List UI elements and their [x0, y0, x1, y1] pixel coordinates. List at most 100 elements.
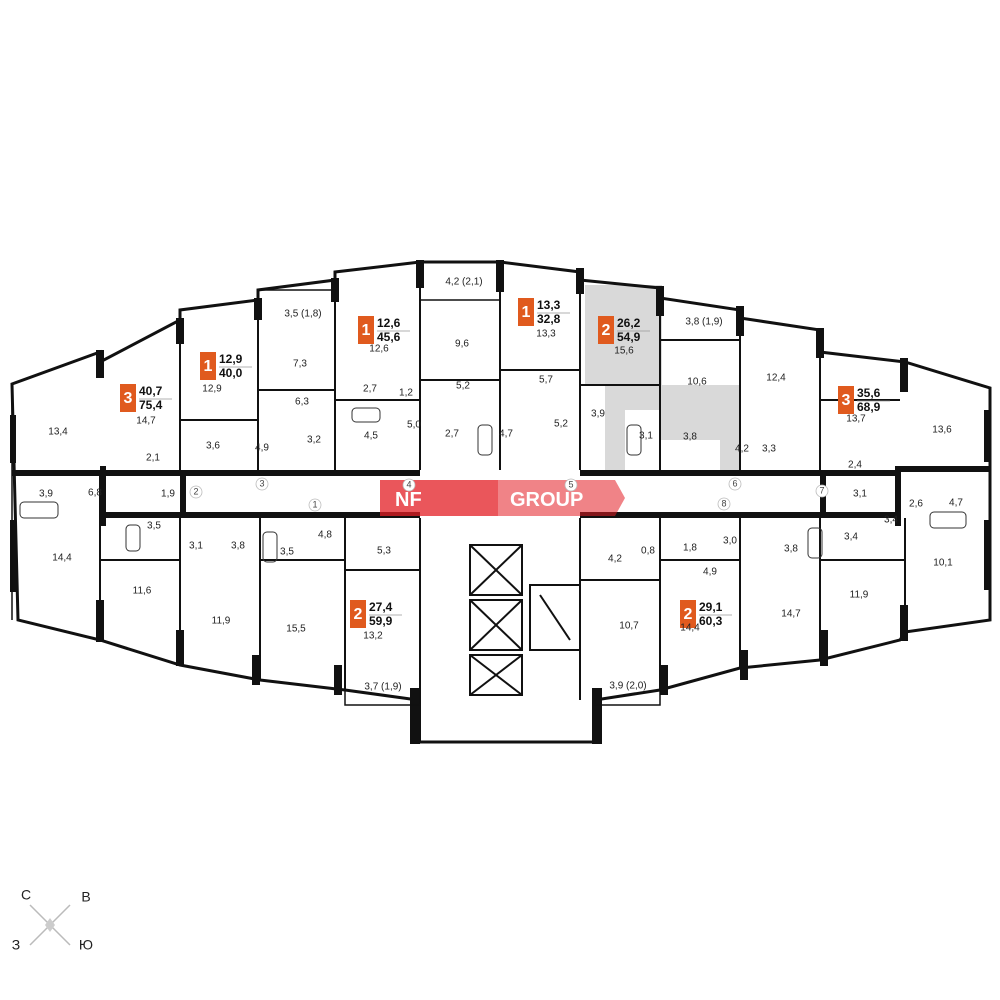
corridor-door-number: 3 — [259, 478, 264, 488]
room-area-label: 10,7 — [619, 621, 639, 632]
room-area-label: 3,8 — [784, 544, 798, 555]
room-area-label: 13,3 — [536, 329, 556, 340]
compass-east: В — [81, 889, 90, 905]
room-area-label: 11,9 — [212, 616, 231, 627]
corridor-door-marker — [815, 484, 829, 498]
room-area-label: 14,7 — [781, 609, 801, 620]
badge-living-area: 35,6 — [857, 386, 881, 400]
room-area-label: 1,2 — [399, 388, 413, 399]
room-area-label: 12,6 — [369, 344, 389, 355]
room-area-label: 7,3 — [293, 359, 307, 370]
room-area-label: 13,7 — [846, 414, 866, 425]
badge-room-count: 3 — [842, 392, 851, 409]
room-area-label: 3,9 — [39, 489, 53, 500]
compass-north: С — [21, 887, 31, 903]
room-area-label: 0,8 — [641, 546, 655, 557]
corridor-door-number: 7 — [819, 485, 824, 495]
room-area-label: 3,5 — [147, 521, 161, 532]
room-area-label: 13,2 — [363, 631, 383, 642]
badge-total-area: 60,3 — [699, 614, 723, 628]
room-area-label: 4,8 — [318, 530, 332, 541]
room-area-label: 10,1 — [933, 558, 953, 569]
room-area-label: 2,7 — [363, 384, 377, 395]
badge-room-count-bg — [120, 384, 136, 412]
badge-room-count-bg — [518, 298, 534, 326]
corridor-door-number: 4 — [406, 479, 411, 489]
compass-south: Ю — [79, 937, 93, 953]
room-area-label: 14,7 — [136, 416, 156, 427]
room-area-label: 15,5 — [286, 624, 306, 635]
room-area-label: 5,7 — [539, 375, 553, 386]
badge-total-area: 75,4 — [139, 398, 163, 412]
compass-west: З — [12, 937, 20, 953]
room-area-label: 14,4 — [52, 553, 72, 564]
room-area-label: 3,0 — [723, 536, 737, 547]
badge-room-count: 1 — [362, 322, 371, 339]
badge-living-area: 13,3 — [537, 298, 561, 312]
room-area-label: 2,1 — [146, 453, 160, 464]
badge-room-count-bg — [200, 352, 216, 380]
badge-living-area: 12,9 — [219, 352, 243, 366]
badge-room-count-bg — [358, 316, 374, 344]
room-area-label: 12,9 — [202, 384, 222, 395]
room-area-label: 3,6 — [206, 441, 220, 452]
badge-total-area: 59,9 — [369, 614, 393, 628]
room-area-label: 3,1 — [639, 431, 653, 442]
room-area-label: 3,4 — [844, 532, 858, 543]
corridor-door-marker — [728, 477, 742, 491]
room-area-label: 11,6 — [133, 586, 152, 597]
badge-living-area: 27,4 — [369, 600, 393, 614]
corridor-door-number: 5 — [568, 479, 573, 489]
watermark-logo: NF GROUP — [380, 480, 625, 516]
room-area-label: 2,7 — [445, 429, 459, 440]
room-area-label: 3,7 (1,9) — [364, 682, 401, 693]
partitions — [12, 262, 906, 742]
badge-living-area: 12,6 — [377, 316, 401, 330]
corridor-door-number: 6 — [732, 478, 737, 488]
fixtures — [19, 407, 967, 563]
badge-living-area: 29,1 — [699, 600, 723, 614]
badge-total-area: 54,9 — [617, 330, 641, 344]
room-area-label: 4,7 — [499, 429, 513, 440]
corridor-door-marker — [402, 478, 416, 492]
room-area-label: 6,3 — [295, 397, 309, 408]
corridor-door-marker — [717, 497, 731, 511]
room-area-label: 4,9 — [255, 443, 269, 454]
room-area-label: 2,6 — [909, 499, 923, 510]
badge-room-count: 1 — [522, 304, 531, 321]
badge-room-count-bg — [838, 386, 854, 414]
room-area-label: 1,9 — [161, 489, 175, 500]
compass-center-icon — [45, 918, 55, 932]
corridor-door-marker — [189, 485, 203, 499]
room-area-label: 3,5 (1,8) — [284, 309, 321, 320]
badge-room-count-bg — [598, 316, 614, 344]
badge-living-area: 40,7 — [139, 384, 163, 398]
room-area-label: 3,5 — [280, 547, 294, 558]
room-area-label: 3,1 — [853, 489, 867, 500]
badge-total-area: 32,8 — [537, 312, 561, 326]
room-area-label: 14,4 — [680, 623, 700, 634]
badge-room-count-bg — [350, 600, 366, 628]
room-area-label: 4,7 — [949, 498, 963, 509]
compass: С В З Ю — [12, 887, 93, 953]
corridor-door-number: 8 — [721, 498, 726, 508]
room-area-label: 3,2 — [307, 435, 321, 446]
badge-living-area: 26,2 — [617, 316, 641, 330]
room-area-label: 12,4 — [766, 373, 786, 384]
corridor-door-number: 2 — [193, 486, 198, 496]
room-area-label: 13,6 — [932, 425, 952, 436]
badge-room-count: 1 — [204, 358, 213, 375]
room-area-label: 4,9 — [703, 567, 717, 578]
badge-room-count: 2 — [684, 606, 693, 623]
watermark-mark: NF — [395, 489, 422, 511]
room-area-label: 3,8 — [231, 541, 245, 552]
